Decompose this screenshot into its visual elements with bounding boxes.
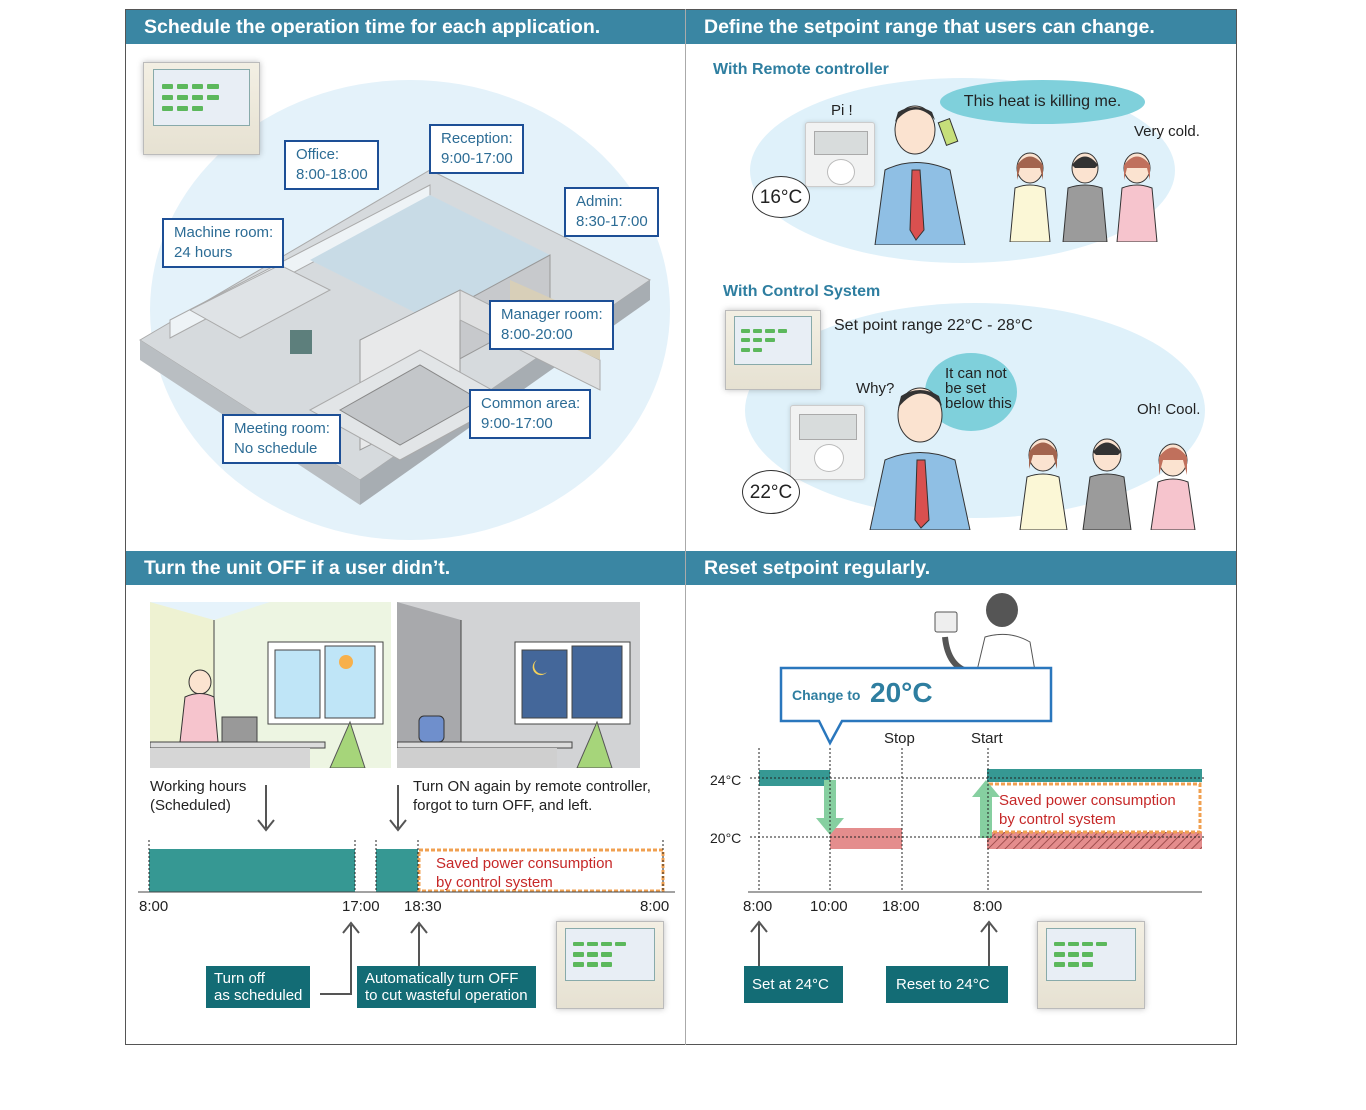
room-label-admin: Admin: 8:30-17:00: [564, 187, 659, 237]
setpoint-timeline-chart: [748, 748, 1205, 893]
nighttime-office-illustration: [397, 602, 640, 768]
oh-cool-text: Oh! Cool.: [1137, 401, 1201, 418]
setpoint-range-text: Set point range 22°C - 28°C: [834, 317, 1033, 334]
connector-line: [320, 960, 352, 995]
very-cold-text: Very cold.: [1134, 123, 1200, 140]
beep-text: Pi !: [831, 102, 853, 119]
time-tick-label: 18:30: [404, 898, 442, 915]
room-label-manager-room: Manager room: 8:00-20:00: [489, 300, 614, 350]
saved-power-box: [417, 848, 665, 893]
room-label-machine-room: Machine room: 24 hours: [162, 218, 285, 268]
reset-to-24-box: Reset to 24°C: [886, 966, 1008, 1003]
scheduled-operation-bar: [149, 849, 355, 892]
comfortable-women-illustration: [1019, 438, 1196, 530]
schedule-panel-title: Schedule the operation time for each app…: [126, 10, 685, 44]
cold-women-illustration: [1009, 152, 1158, 242]
turn-on-again-text: Turn ON again by remote controller, forg…: [413, 778, 651, 814]
room-label-common-area: Common area: 9:00-17:00: [469, 389, 592, 439]
auto-turn-off-box: Automatically turn OFF to cut wasteful o…: [357, 966, 536, 1008]
time-tick-label: 18:00: [882, 898, 920, 915]
vertical-divider: [685, 9, 686, 1045]
remote-controller-image: [805, 122, 875, 187]
turn-off-scheduled-box: Turn off as scheduled: [206, 966, 311, 1008]
touch-panel-controller-image: [1037, 921, 1145, 1009]
why-text: Why?: [856, 380, 895, 397]
time-tick-label: 8:00: [139, 898, 169, 915]
touch-panel-controller-image: [725, 310, 821, 390]
temp-axis-label: 24°C: [710, 772, 742, 788]
remote-controller-subtitle: With Remote controller: [713, 61, 889, 78]
start-label: Start: [971, 730, 1003, 747]
temp-bubble-22: 22°C: [742, 470, 800, 514]
setpoint-20-bar: [830, 828, 902, 849]
room-label-meeting-room: Meeting room: No schedule: [222, 414, 341, 464]
touch-panel-controller-image: [143, 62, 260, 155]
saved-power-text: Saved power consumption by control syste…: [999, 792, 1176, 828]
touch-panel-controller-image: [556, 921, 664, 1009]
change-to-label: Change to: [792, 687, 861, 703]
change-to-value: 20°C: [870, 677, 933, 708]
down-arrow-icon: [816, 780, 844, 835]
reset-panel-title: Reset setpoint regularly.: [686, 551, 1236, 585]
remote-operation-bar: [376, 849, 418, 892]
outer-frame: [125, 9, 1237, 1045]
reset-arrows: [750, 920, 998, 966]
time-tick-label: 8:00: [640, 898, 670, 915]
saved-power-text: Saved power consumption by control syste…: [436, 855, 613, 891]
change-callout-box: [779, 666, 1053, 746]
setpoint-range-panel-title: Define the setpoint range that users can…: [686, 10, 1236, 44]
temp-bubble-16: 16°C: [752, 176, 810, 218]
room-label-office: Office: 8:00-18:00: [284, 140, 379, 190]
saved-hatched-area: [987, 832, 1202, 849]
man-on-phone-illustration: [874, 105, 966, 245]
room-label-reception: Reception: 9:00-17:00: [429, 124, 524, 174]
time-tick-label: 8:00: [973, 898, 1003, 915]
control-system-subtitle: With Control System: [723, 283, 881, 300]
daytime-office-illustration: [150, 602, 391, 768]
turn-off-panel-title: Turn the unit OFF if a user didn’t.: [126, 551, 685, 585]
set-at-24-box: Set at 24°C: [744, 966, 843, 1003]
time-tick-label: 10:00: [810, 898, 848, 915]
speech-bubble-heat: This heat is killing me.: [940, 80, 1145, 124]
frustrated-man-illustration: [869, 387, 971, 530]
working-hours-text: Working hours (Scheduled): [150, 778, 247, 814]
reset-24-bar: [987, 769, 1202, 782]
remote-controller-image: [790, 405, 865, 480]
time-tick-label: 17:00: [342, 898, 380, 915]
stop-label: Stop: [884, 730, 915, 747]
up-arrow-icon: [972, 780, 1000, 838]
time-tick-label: 8:00: [743, 898, 773, 915]
operation-timeline-chart: [138, 785, 675, 990]
cannot-set-text: It can not be set below this: [945, 365, 1012, 412]
saved-power-box: [987, 782, 1202, 834]
temp-axis-label: 20°C: [710, 830, 742, 846]
